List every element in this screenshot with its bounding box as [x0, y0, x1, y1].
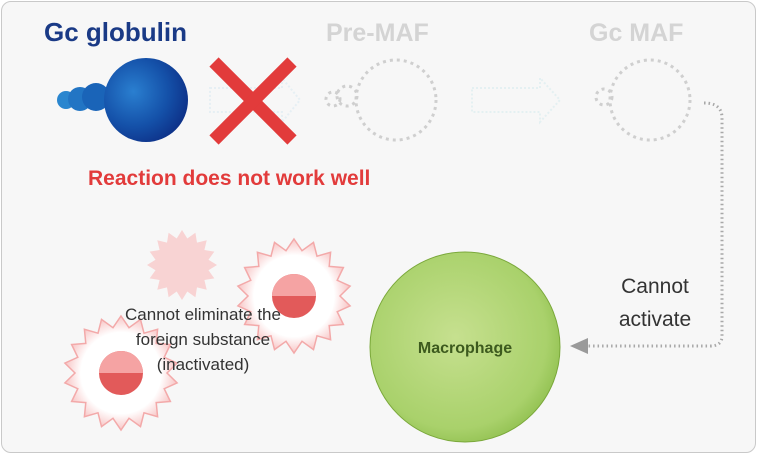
- gc-maf-label: Gc MAF: [589, 19, 684, 47]
- foreign-substances: [63, 230, 352, 432]
- x-mark-icon: [209, 57, 297, 145]
- pre-maf-label: Pre-MAF: [326, 19, 429, 47]
- small-foreign-substance: [147, 230, 217, 300]
- gc-maf-molecule: [594, 58, 692, 142]
- gc-globulin-label: Gc globulin: [44, 17, 187, 47]
- large-foreign-substance: [236, 237, 352, 355]
- connector-line: [570, 101, 724, 354]
- pre-maf-molecule: [324, 58, 438, 142]
- arrowhead-icon: [570, 338, 588, 354]
- macrophage-label: Macrophage: [417, 340, 513, 357]
- cannot-activate-text: Cannot activate: [618, 275, 692, 331]
- faded-arrow-2: [471, 75, 562, 125]
- macrophage-cell: [369, 251, 561, 443]
- reaction-warning-text: Reaction does not work well: [88, 167, 371, 190]
- faded-arrow-1: [209, 75, 302, 125]
- gc-globulin-molecule: [57, 58, 188, 142]
- cannot-eliminate-text: Cannot eliminate the foreign substance (…: [125, 305, 281, 374]
- bottom-foreign-substance: [63, 314, 179, 432]
